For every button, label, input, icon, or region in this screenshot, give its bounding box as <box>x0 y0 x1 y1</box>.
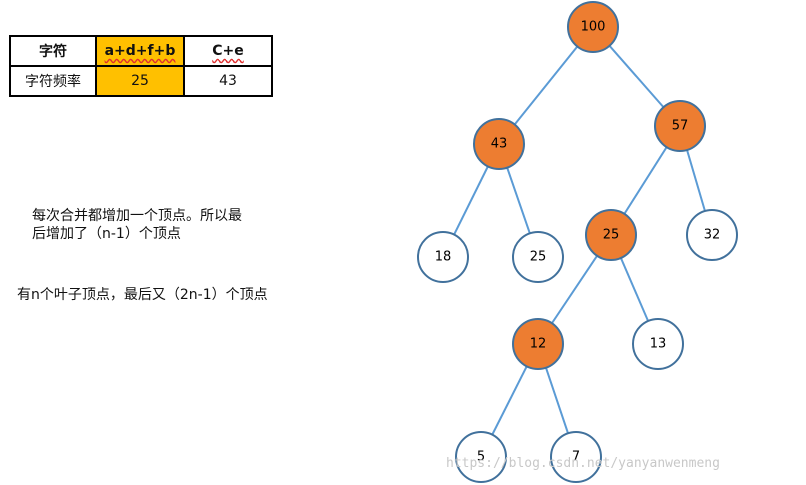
tree-node-label: 5 <box>477 450 485 465</box>
tree-node-label: 12 <box>530 337 547 352</box>
note-merge-line2: 后增加了（n-1）个顶点 <box>32 226 181 242</box>
tree-node-label: 100 <box>581 20 606 35</box>
tree-node-circle <box>654 100 706 152</box>
note-merge-line1: 每次合并都增加一个顶点。所以最 <box>32 208 242 224</box>
tree-node-label: 25 <box>530 250 547 265</box>
table-header-row: 字符 a+d+f+b C+e <box>9 35 273 67</box>
tree-node-label: 57 <box>672 119 689 134</box>
tree-node-n7: 7 <box>550 431 602 483</box>
header-group-ce: C+e <box>183 35 273 67</box>
cell-freq-ce: 43 <box>183 65 273 97</box>
tree-node-circle <box>417 231 469 283</box>
tree-node-n12: 12 <box>512 318 564 370</box>
header-char: 字符 <box>9 35 97 67</box>
tree-node-n13: 13 <box>632 318 684 370</box>
tree-node-circle <box>585 209 637 261</box>
cell-freq-abdf: 25 <box>95 65 185 97</box>
tree-node-circle <box>567 1 619 53</box>
tree-node-circle <box>473 118 525 170</box>
tree-node-label: 43 <box>491 137 508 152</box>
tree-node-circle <box>632 318 684 370</box>
frequency-table: 字符 a+d+f+b C+e 字符频率 25 43 <box>9 35 273 97</box>
tree-node-circle <box>686 209 738 261</box>
table-row: 字符频率 25 43 <box>9 65 273 97</box>
tree-node-n57: 57 <box>654 100 706 152</box>
tree-node-label: 25 <box>603 228 620 243</box>
tree-node-label: 18 <box>435 250 452 265</box>
tree-node-label: 13 <box>650 337 667 352</box>
tree-node-n25a: 25 <box>512 231 564 283</box>
watermark: https://blog.csdn.net/yanyanwenmeng <box>446 456 720 471</box>
tree-node-circle <box>455 431 507 483</box>
header-group-abdf: a+d+f+b <box>95 35 185 67</box>
tree-node-n5: 5 <box>455 431 507 483</box>
tree-edges <box>442 26 713 458</box>
tree-node-n32: 32 <box>686 209 738 261</box>
row-label-frequency: 字符频率 <box>9 65 97 97</box>
note-leaf-count: 有n个叶子顶点，最后又（2n-1）个顶点 <box>17 287 268 303</box>
tree-node-n18: 18 <box>417 231 469 283</box>
tree-node-label: 32 <box>704 228 721 243</box>
tree-node-label: 7 <box>572 450 580 465</box>
tree-node-n43: 43 <box>473 118 525 170</box>
tree-node-circle <box>512 231 564 283</box>
tree-node-n25b: 25 <box>585 209 637 261</box>
tree-node-circle <box>512 318 564 370</box>
tree-node-n100: 100 <box>567 1 619 53</box>
header-group-abdf-label: a+d+f+b <box>104 43 176 59</box>
tree-node-circle <box>550 431 602 483</box>
header-group-ce-label: C+e <box>212 43 244 59</box>
